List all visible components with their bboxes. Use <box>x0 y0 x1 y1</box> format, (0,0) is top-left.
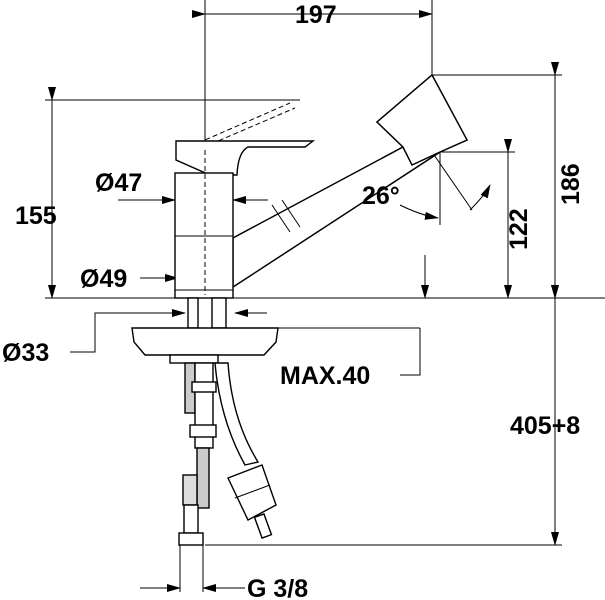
spray-head <box>375 73 468 166</box>
faucet-body <box>174 73 468 299</box>
dim-hose-405: 405+8 <box>510 412 580 440</box>
dim-height-155: 155 <box>15 202 57 230</box>
hose-weight <box>227 464 277 521</box>
dim-width-197: 197 <box>295 1 337 29</box>
dim-max-40: MAX.40 <box>280 362 370 390</box>
dim-diameter-49: Ø49 <box>80 265 127 293</box>
lever-handle <box>175 140 316 176</box>
dim-height-186: 186 <box>557 163 585 205</box>
dim-diameter-33: Ø33 <box>2 339 49 367</box>
g38-connector <box>178 532 204 546</box>
dim-diameter-47: Ø47 <box>95 169 142 197</box>
mounting-plate <box>131 327 279 356</box>
mounting-assembly <box>131 297 279 546</box>
dimension-lines <box>45 0 605 592</box>
pull-out-hose <box>214 362 260 466</box>
dim-height-122: 122 <box>505 208 533 250</box>
dim-thread-g38: G 3/8 <box>247 575 308 600</box>
spout <box>232 146 441 289</box>
dim-angle-26: 26° <box>362 182 400 210</box>
